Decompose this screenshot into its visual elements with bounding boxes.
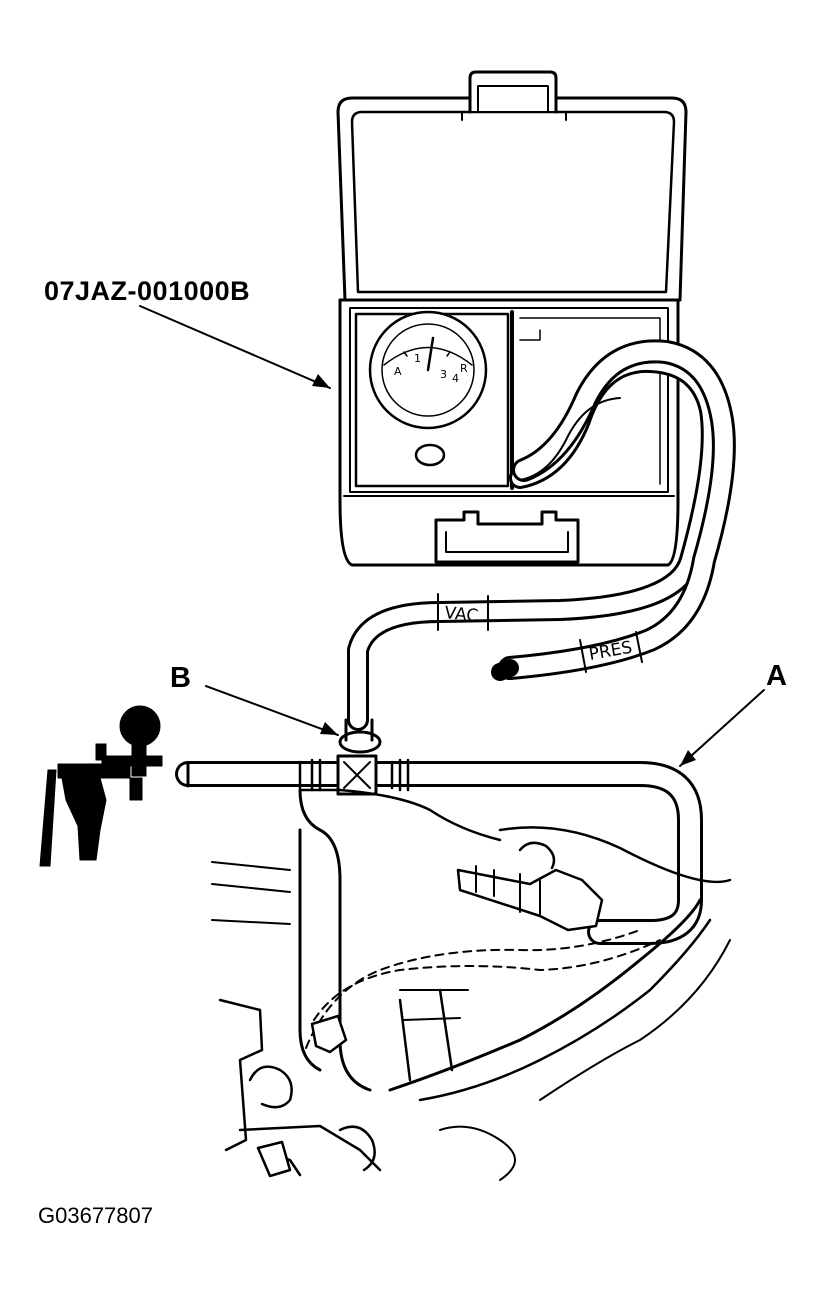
gauge-mark-3: 3 [440,368,447,381]
stored-hoses [347,339,736,731]
gauge-mark-a: A [394,365,402,378]
gauge-mark-r: R [460,362,468,375]
gauge-mark-1: 1 [414,352,421,365]
gauge-needle [426,336,435,372]
vacuum-pump-tool [39,705,163,867]
pressure-gauge [368,310,488,430]
tester-case-lid [336,70,688,302]
tool-number-label: 07JAZ-001000B [44,276,251,306]
hose-label-pres: PRES [587,638,633,665]
callout-a: A [766,660,787,692]
fuel-hose-a [175,761,703,945]
callout-b: B [170,662,191,694]
engine-bay [211,788,732,1181]
hose-label-vac: VAC [443,603,479,626]
leader-line-b [205,685,339,736]
gauge-mark-4: 4 [452,372,459,385]
figure-id: G03677807 [38,1203,153,1228]
tee-fitting-b [298,718,410,796]
leader-line-a [679,689,765,767]
leader-line-tool [139,305,331,389]
